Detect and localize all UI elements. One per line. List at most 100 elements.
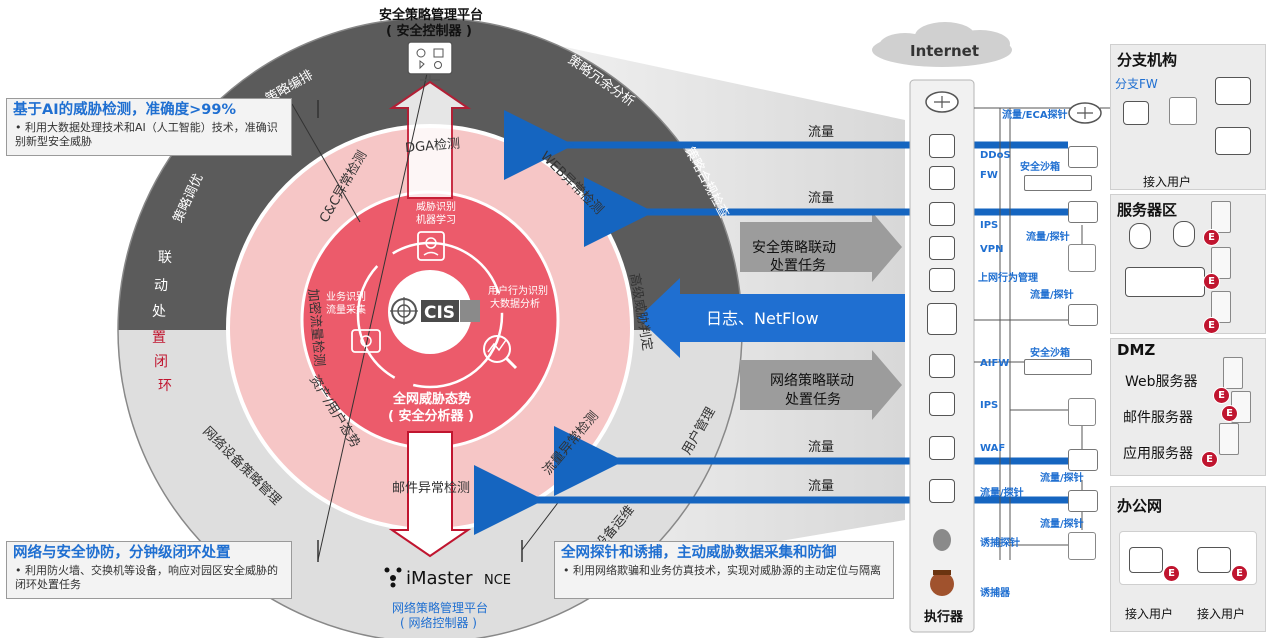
office-pc-icon-2 [1197, 547, 1231, 573]
database-icon-2 [1173, 221, 1195, 247]
office-badge-1: E [1163, 565, 1180, 582]
executor-title: 执行器 [924, 609, 964, 625]
face-id-icon [417, 231, 445, 261]
exec-label-ips-1: IPS [980, 220, 998, 231]
office-pc-icon-1 [1129, 547, 1163, 573]
branch-fw-label: 分支FW [1115, 77, 1158, 91]
exec-label-sandbox-1: 安全沙箱 [1020, 160, 1060, 173]
exec-label-uba: 上网行为管理 [978, 271, 1038, 284]
detect-mail: 邮件异常检测 [392, 481, 470, 496]
network-task-label-1: 网络策略联动 [770, 372, 854, 389]
trap-icon [930, 570, 954, 596]
flow-label-4: 流量 [808, 479, 834, 494]
flow-label-3: 流量 [808, 440, 834, 455]
ai-detection-callout: 基于AI的威胁检测，准确度>99% • 利用大数据处理技术和AI（人工智能）技术… [6, 98, 292, 156]
probe-icon-1 [1068, 146, 1098, 168]
loop-char-2: 动 [154, 278, 168, 294]
ai-callout-body: • 利用大数据处理技术和AI（人工智能）技术，准确识别新型安全威胁 [15, 121, 278, 148]
vpn-device-icon [929, 236, 955, 260]
exec-label-ips-2: IPS [980, 400, 998, 411]
ai-callout-title: 基于AI的威胁检测，准确度>99% [13, 102, 236, 118]
imaster-nce-text: NCE [484, 573, 511, 588]
exec-label-vpn: VPN [980, 244, 1003, 255]
detect-encrypted: 加密流量检测 [305, 288, 328, 367]
security-task-arrow [740, 212, 902, 282]
server-icon-2 [1211, 247, 1231, 279]
bottom-platform-title: 网络策略管理平台 [392, 600, 488, 615]
ueba-label-2: 大数据分析 [490, 297, 540, 310]
server-icon-1 [1211, 201, 1231, 233]
exec-label-fw: FW [980, 170, 998, 181]
dmz-badge-2: E [1221, 405, 1238, 422]
exec-label-trap-probe: 诱捕探针 [980, 536, 1020, 549]
ml-label-2: 机器学习 [416, 213, 456, 226]
dmz-title: DMZ [1117, 341, 1156, 359]
network-task-label-2: 处置任务 [785, 392, 841, 408]
sandbox-icon-2 [1024, 359, 1092, 375]
center-title: 全网威胁态势 [392, 391, 471, 407]
loop-char-5: 闭 [154, 354, 168, 370]
exec-label-aifw: AIFW [980, 358, 1009, 369]
probe-icon-4 [1068, 449, 1098, 471]
server-zone-panel: 服务器区 E E E [1110, 194, 1266, 334]
flow-label-2: 流量 [808, 191, 834, 206]
dmz-app-label: 应用服务器 [1123, 446, 1193, 462]
exec-label-ddos: DDoS [980, 150, 1011, 161]
app-server-icon [1219, 423, 1239, 455]
server-icon-3 [1211, 291, 1231, 323]
internet-cloud-icon [872, 22, 1012, 67]
exec-label-flow-probe-3: 流量/探针 [1030, 288, 1074, 301]
endpoint-badge-1: E [1203, 229, 1220, 246]
fw-device-icon [929, 166, 955, 190]
log-netflow-label: 日志、NetFlow [706, 309, 819, 328]
network-task-arrow [740, 350, 902, 420]
exec-label-sandbox-2: 安全沙箱 [1030, 346, 1070, 359]
loop-char-3: 处 [152, 304, 166, 320]
bottom-platform-subtitle: ( 网络控制器 ) [400, 615, 477, 630]
loop-char-6: 环 [158, 378, 172, 394]
branch-title: 分支机构 [1117, 51, 1178, 69]
sandbox-icon-1 [1024, 175, 1092, 191]
ips2-device-icon [929, 392, 955, 416]
imaster-text: iMaster [406, 568, 473, 589]
down-arrow [388, 431, 472, 558]
switch-icon-3 [1068, 532, 1096, 560]
aifw-device-icon [929, 354, 955, 378]
loop-char-1: 联 [158, 250, 172, 266]
exec-label-flow-probe-5: 流量/探针 [1040, 517, 1084, 530]
internet-label: Internet [910, 42, 979, 60]
flow-label-1: 流量 [808, 125, 834, 140]
ips-device-icon [929, 202, 955, 226]
trap-callout-body: • 利用网络欺骗和业务仿真技术，实现对威胁源的主动定位与隔离 [563, 564, 881, 577]
branch-users-label: 接入用户 [1143, 175, 1192, 189]
trap-probe-icon [933, 529, 951, 551]
probe-icon-2 [1068, 201, 1098, 223]
up-arrow [388, 80, 472, 199]
probe-icon-5 [1068, 490, 1098, 512]
collab-callout-body: • 利用防火墙、交换机等设备，响应对园区安全威胁的闭环处置任务 [15, 564, 278, 591]
office-panel: 办公网 E E 接入用户 接入用户 [1110, 486, 1266, 632]
top-platform-subtitle: ( 安全控制器 ) [386, 23, 472, 39]
detect-dga: DGA检测 [405, 136, 461, 156]
magnifier-chart-icon [483, 335, 518, 370]
office-title: 办公网 [1117, 497, 1163, 515]
loop-char-4: 置 [152, 330, 166, 346]
camera-icon [351, 329, 381, 353]
center-subtitle: ( 安全分析器 ) [388, 408, 474, 424]
exec-label-flow-probe-4: 流量/探针 [1040, 471, 1084, 484]
top-platform-title: 安全策略管理平台 [379, 7, 483, 23]
exec-label-waf: WAF [980, 443, 1005, 454]
cis-logo-icon [390, 297, 480, 325]
controller-monitor-icon [407, 41, 453, 81]
server-zone-title: 服务器区 [1117, 201, 1178, 219]
uba-device-icon [929, 268, 955, 292]
router-icon [925, 91, 959, 113]
switch-icon-2 [1068, 398, 1096, 426]
exec-label-flow-probe-1: 流量/探针 [980, 486, 1024, 499]
endpoint-badge-2: E [1203, 273, 1220, 290]
core-switch-icon [927, 303, 957, 335]
branch-router-icon [1068, 102, 1102, 124]
database-icon-1 [1129, 223, 1151, 249]
dmz-web-label: Web服务器 [1125, 374, 1198, 390]
branch-fw-icon [1123, 101, 1149, 125]
